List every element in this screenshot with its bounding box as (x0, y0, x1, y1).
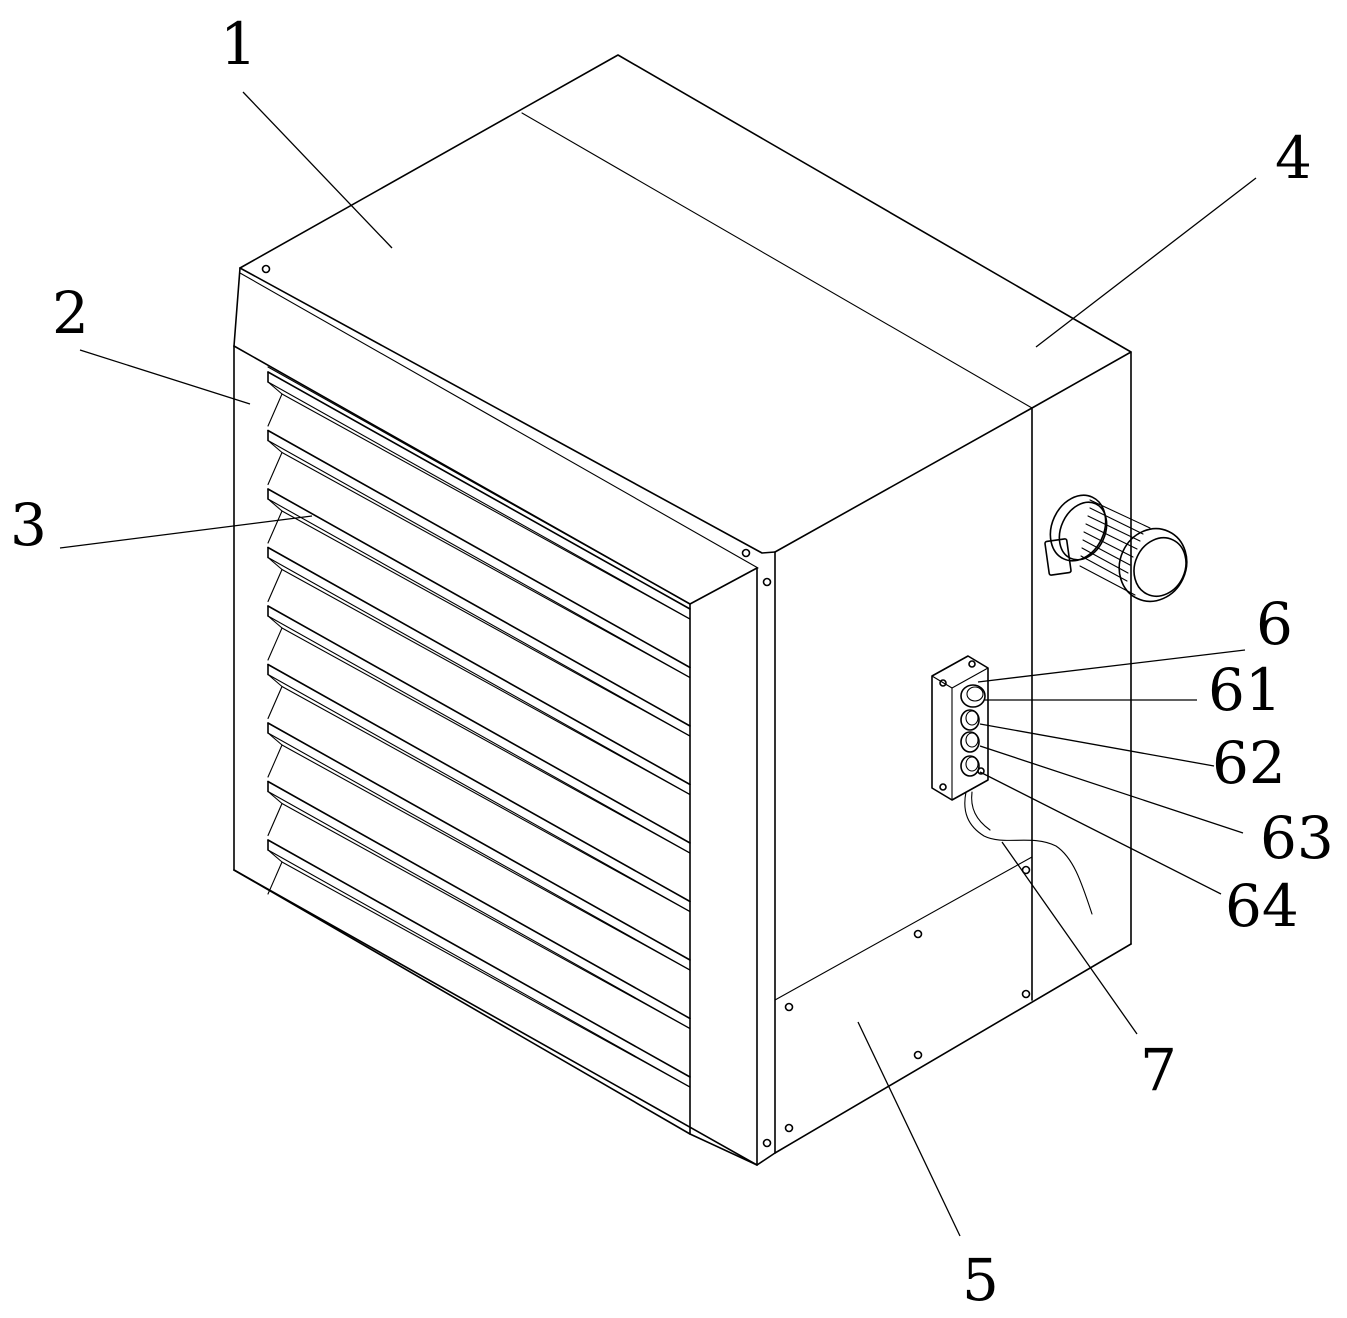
callout-6: 6 (1256, 590, 1293, 658)
callout-5: 5 (962, 1246, 999, 1314)
louvre-blade (267, 546, 691, 796)
button-64 (960, 755, 980, 777)
louvre-blade (267, 780, 691, 1030)
callout-61: 61 (1208, 656, 1282, 724)
louvre-blade (267, 605, 691, 854)
fasteners (261, 264, 1031, 1148)
louvre-blade (267, 663, 691, 913)
callout-2: 2 (52, 279, 89, 347)
callout-1: 1 (220, 10, 257, 78)
control-box (931, 655, 989, 801)
callout-62: 62 (1212, 729, 1286, 797)
louvre-blade (267, 839, 691, 1088)
callout-4: 4 (1275, 124, 1312, 192)
callout-labels: 1 2 3 4 5 6 61 62 63 64 7 (10, 10, 1334, 1314)
cable (964, 791, 1093, 915)
callout-3: 3 (10, 491, 47, 559)
top-panel (239, 54, 1132, 553)
access-panel (774, 856, 1033, 1001)
motor (1044, 494, 1188, 603)
side-panel (774, 351, 1132, 1154)
louvre-blade (267, 371, 691, 620)
callout-7: 7 (1140, 1036, 1177, 1104)
button-63 (960, 731, 980, 753)
front-frame (233, 267, 776, 1166)
louvre-blade (267, 429, 691, 679)
button-61 (960, 684, 986, 708)
leader-lines (59, 91, 1257, 1237)
callout-64: 64 (1225, 872, 1299, 940)
louvre-blades (267, 371, 691, 1088)
callout-63: 63 (1260, 804, 1334, 872)
louvre-blade (267, 722, 691, 971)
button-62 (960, 709, 980, 731)
louvre-blade (267, 488, 691, 737)
